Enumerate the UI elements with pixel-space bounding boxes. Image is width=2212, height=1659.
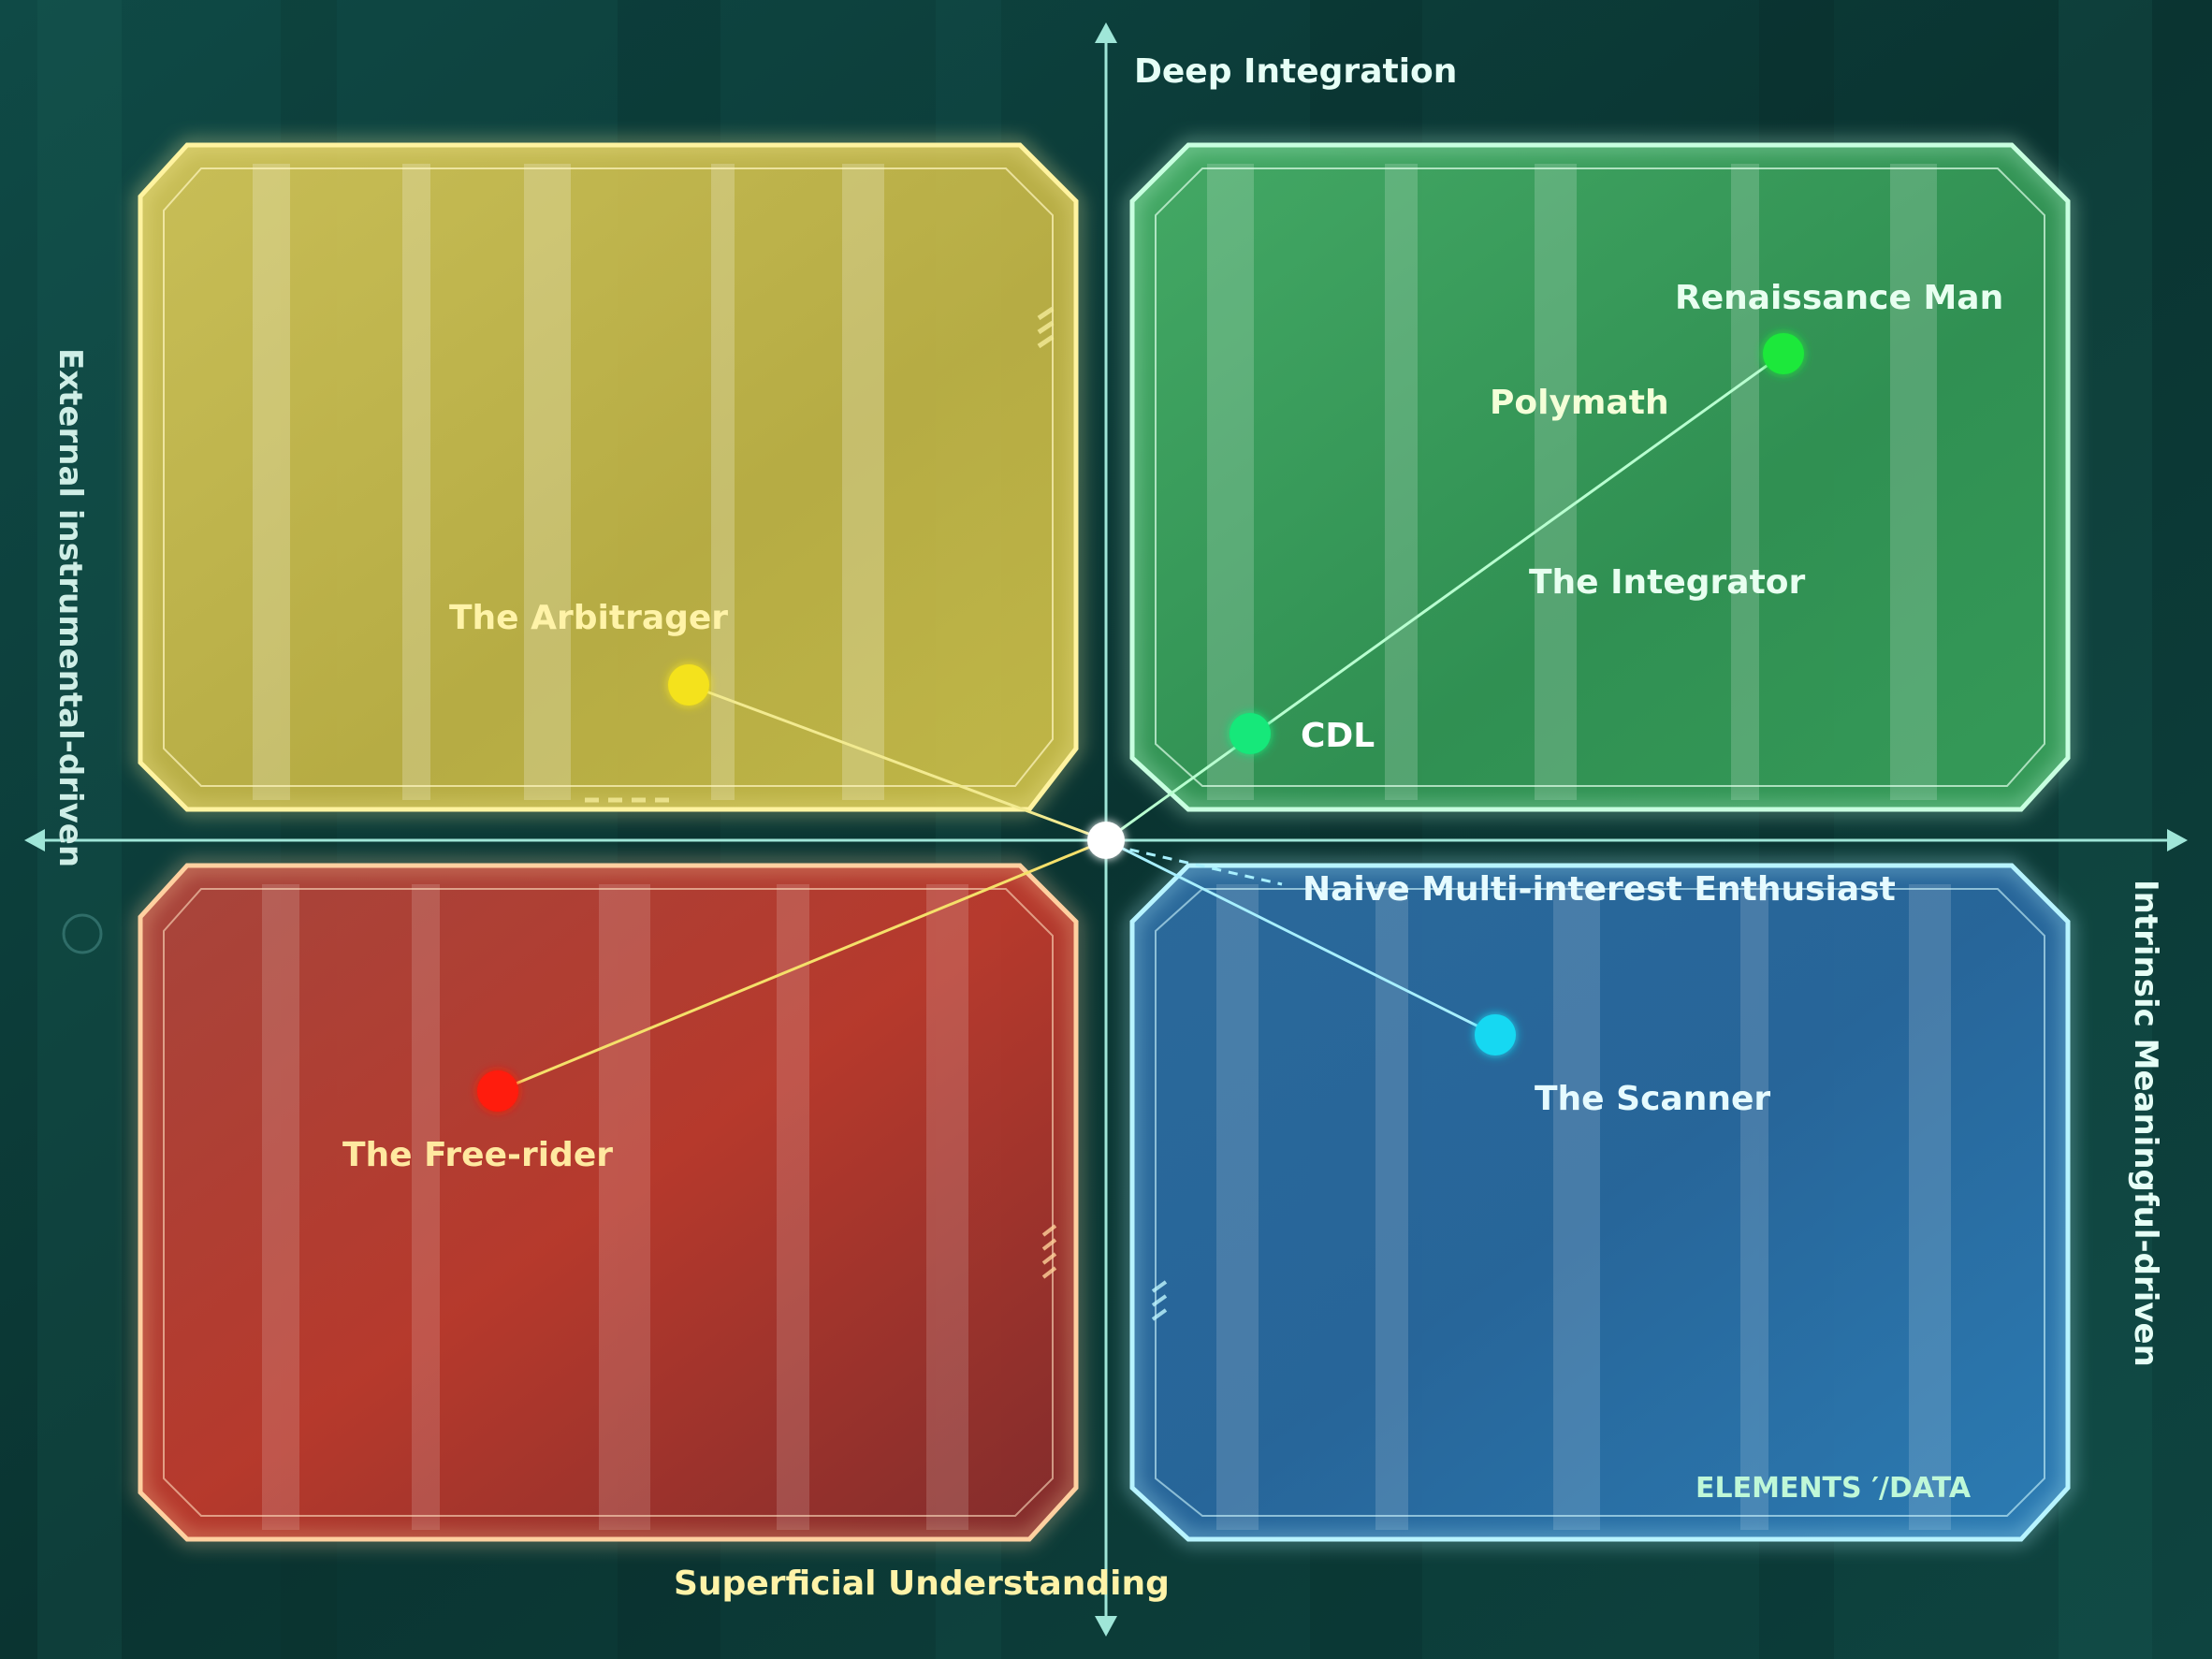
label-integrator: The Integrator — [1529, 563, 1806, 602]
axis-arrows — [24, 22, 2188, 1637]
label-renaissance-man: Renaissance Man — [1675, 279, 2003, 317]
axis-label-right: Intrinsic Meaningful-driven — [2127, 880, 2164, 1367]
quadrant-bottom-left — [138, 863, 1079, 1542]
decor-ring — [62, 913, 103, 954]
quadrant-top-left — [138, 142, 1079, 812]
line-scanner — [1105, 838, 1496, 1037]
arrow-down-icon — [1095, 1616, 1117, 1637]
decor-ticks — [585, 306, 1055, 803]
label-polymath: Polymath — [1490, 384, 1669, 422]
node-arbitrager — [668, 664, 709, 706]
line-free-rider — [497, 838, 1107, 1093]
node-group — [477, 333, 1804, 1112]
arrow-left-icon — [24, 829, 45, 851]
label-arbitrager: The Arbitrager — [449, 599, 728, 637]
arrow-right-icon — [2167, 829, 2188, 851]
quadrant-bottom-right — [1129, 863, 2071, 1542]
axis-label-left: External instrumental-driven — [51, 348, 89, 867]
node-free-rider — [477, 1070, 518, 1112]
quadrant-top-right — [1129, 142, 2071, 812]
line-renaissance — [1105, 352, 1784, 842]
line-arbitrager — [688, 683, 1107, 842]
origin-point — [1087, 822, 1125, 859]
connector-lines — [497, 352, 1784, 1093]
line-naive-dashed — [1113, 844, 1283, 886]
decor-ticks-red — [1041, 1224, 1057, 1279]
decor-ticks-blue — [1151, 1280, 1168, 1321]
label-naive: Naive Multi-interest Enthusiast — [1302, 870, 1896, 909]
axis-label-bottom: Superficial Understanding — [674, 1564, 1170, 1603]
node-scanner — [1475, 1014, 1516, 1055]
node-cdl — [1230, 713, 1271, 754]
node-renaissance-man — [1763, 333, 1804, 374]
axis-label-top: Deep Integration — [1134, 52, 1457, 91]
arrow-up-icon — [1095, 22, 1117, 43]
label-free-rider: The Free-rider — [342, 1136, 613, 1174]
label-cdl: CDL — [1301, 717, 1375, 755]
tag-elements-data: ELEMENTS ′/DATA — [1695, 1472, 1972, 1505]
label-scanner: The Scanner — [1535, 1080, 1770, 1118]
